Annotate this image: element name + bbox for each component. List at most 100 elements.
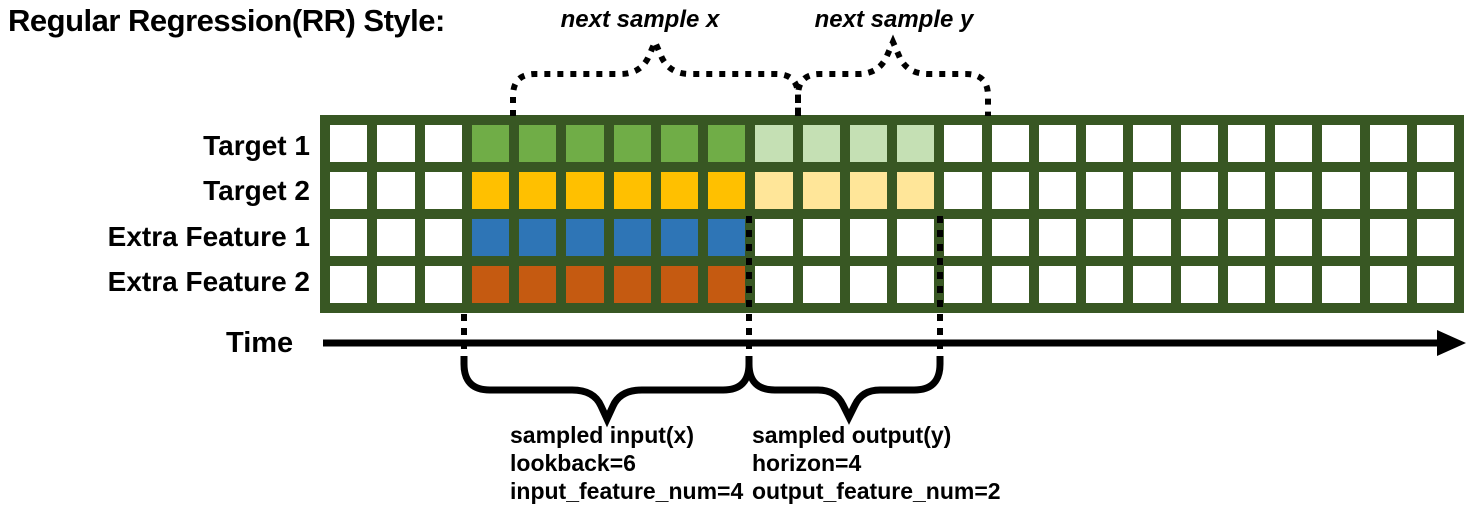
grid-cell — [519, 266, 557, 303]
grid-cell — [849, 219, 887, 256]
grid-cell — [849, 172, 887, 209]
grid-cell — [1038, 172, 1076, 209]
sampled-input-annotation: sampled input(x) lookback=6 input_featur… — [510, 421, 743, 505]
grid-cell — [471, 125, 509, 162]
grid-cell — [991, 219, 1029, 256]
grid-cell — [1180, 219, 1218, 256]
grid-cell — [849, 125, 887, 162]
grid-cell — [1369, 266, 1407, 303]
grid-cell — [1322, 172, 1360, 209]
grid-cell — [519, 219, 557, 256]
grid-cell — [1275, 125, 1313, 162]
grid-cell — [566, 266, 604, 303]
grid-cell — [613, 219, 651, 256]
grid-cell — [944, 125, 982, 162]
grid-cell — [377, 219, 415, 256]
sampled-output-brace — [745, 356, 944, 425]
row-labels: Target 1 Target 2 Extra Feature 1 Extra … — [0, 115, 310, 313]
grid-cell — [1038, 125, 1076, 162]
grid-cell — [613, 125, 651, 162]
grid-cell — [1322, 266, 1360, 303]
grid-cell — [1180, 125, 1218, 162]
grid-cell — [802, 266, 840, 303]
page-title: Regular Regression(RR) Style: — [8, 3, 445, 38]
sampled-output-title: sampled output(y) — [752, 422, 952, 448]
grid-cell — [897, 219, 935, 256]
grid-cell — [897, 266, 935, 303]
grid-cell — [613, 266, 651, 303]
grid-cell — [897, 125, 935, 162]
grid-cell — [802, 172, 840, 209]
grid-cell — [1086, 125, 1124, 162]
grid-cell — [1133, 172, 1171, 209]
grid-cell — [1133, 219, 1171, 256]
grid-cell — [1275, 172, 1313, 209]
grid-cell — [660, 125, 698, 162]
grid-cell — [424, 125, 462, 162]
grid-cell — [1369, 172, 1407, 209]
grid-cell — [1086, 266, 1124, 303]
grid-cell — [566, 219, 604, 256]
grid-cell — [330, 219, 368, 256]
grid-cell — [330, 172, 368, 209]
grid-cell — [755, 219, 793, 256]
grid-cell — [424, 266, 462, 303]
time-arrow-head — [1437, 330, 1466, 356]
grid-cell — [377, 125, 415, 162]
grid-cell — [424, 172, 462, 209]
grid-cell — [1038, 266, 1076, 303]
grid-cell — [944, 266, 982, 303]
grid-cell — [1133, 266, 1171, 303]
grid-cell — [1416, 125, 1454, 162]
grid-cell — [755, 266, 793, 303]
grid-cell — [1086, 172, 1124, 209]
grid-cell — [755, 125, 793, 162]
grid-cell — [802, 125, 840, 162]
grid-cell — [660, 266, 698, 303]
grid-cell — [424, 219, 462, 256]
horizon-value: horizon=4 — [752, 450, 862, 476]
grid-cell — [471, 172, 509, 209]
grid-cell — [1369, 125, 1407, 162]
grid-cell — [944, 172, 982, 209]
grid-cell — [613, 172, 651, 209]
grid-cell — [991, 266, 1029, 303]
grid-cell — [991, 125, 1029, 162]
row-label-extra-feature-2: Extra Feature 2 — [107, 266, 310, 298]
grid-cell — [708, 219, 746, 256]
grid-cell — [991, 172, 1029, 209]
row-label-extra-feature-1: Extra Feature 1 — [107, 220, 310, 252]
grid-cell — [519, 172, 557, 209]
lookback-value: lookback=6 — [510, 450, 636, 476]
next-sample-x-brace — [510, 34, 801, 116]
grid-cell — [708, 172, 746, 209]
time-axis-label: Time — [226, 327, 294, 359]
grid-cell — [1416, 219, 1454, 256]
grid-cell — [660, 219, 698, 256]
grid-cell — [519, 125, 557, 162]
grid-cell — [1227, 219, 1265, 256]
grid-cell — [708, 266, 746, 303]
sampled-input-title: sampled input(x) — [510, 422, 695, 448]
output-feature-num: output_feature_num=2 — [752, 478, 1001, 504]
next-sample-y-label: next sample y — [814, 6, 974, 33]
grid-cell — [1180, 172, 1218, 209]
row-label-target-1: Target 1 — [203, 129, 310, 161]
grid-cell — [1416, 172, 1454, 209]
next-sample-x-label: next sample x — [560, 6, 720, 33]
sampled-output-annotation: sampled output(y) horizon=4 output_featu… — [752, 421, 1001, 505]
grid-cell — [849, 266, 887, 303]
grid-cell — [330, 125, 368, 162]
grid-cell — [471, 219, 509, 256]
grid-cell — [471, 266, 509, 303]
grid-cell — [755, 172, 793, 209]
grid-cell — [1227, 172, 1265, 209]
grid-cell — [1322, 219, 1360, 256]
grid-cell — [566, 125, 604, 162]
grid-cell — [944, 219, 982, 256]
grid-cell — [1086, 219, 1124, 256]
grid-cell — [1180, 266, 1218, 303]
grid-cell — [1133, 125, 1171, 162]
grid-cell — [1038, 219, 1076, 256]
